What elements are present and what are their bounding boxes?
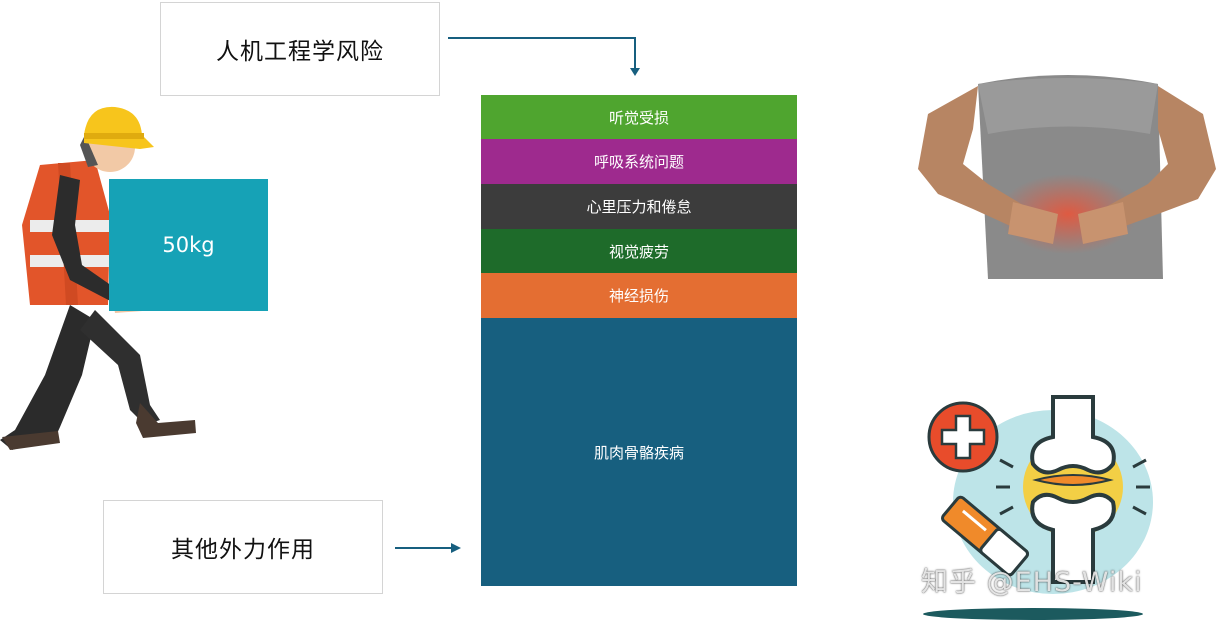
ergonomic-risk-label: 人机工程学风险	[160, 2, 440, 96]
band-label: 视觉疲劳	[608, 242, 669, 261]
bandage-icon	[941, 495, 1029, 577]
band-respiratory: 呼吸系统问题	[481, 139, 797, 184]
external-force-label: 其他外力作用	[103, 500, 383, 594]
band-label: 神经损伤	[608, 287, 669, 305]
band-label: 心里压力和倦怠	[586, 198, 692, 216]
band-nerve: 神经损伤	[481, 273, 797, 318]
band-stress: 心里压力和倦怠	[481, 184, 797, 229]
ergonomic-risk-text: 人机工程学风险	[216, 39, 384, 65]
band-musculoskeletal: 肌肉骨骼疾病	[481, 318, 797, 586]
band-label: 肌肉骨骼疾病	[593, 443, 684, 462]
medical-cross-icon	[927, 401, 999, 473]
weight-box: 50kg	[109, 179, 268, 311]
band-label: 听觉受损	[608, 108, 669, 127]
weight-label: 50kg	[162, 233, 215, 257]
back-pain-photo	[918, 75, 1216, 279]
external-force-text: 其他外力作用	[171, 537, 315, 563]
band-label: 呼吸系统问题	[593, 153, 684, 171]
risk-stack: 听觉受损 呼吸系统问题 心里压力和倦怠 视觉疲劳 神经损伤 肌肉骨骼疾病	[481, 95, 797, 586]
band-vision: 视觉疲劳	[481, 229, 797, 273]
bottom-arrow-icon	[395, 543, 461, 553]
band-hearing: 听觉受损	[481, 95, 797, 139]
top-arrow-icon	[448, 37, 640, 76]
watermark: 知乎 @EHS-Wiki	[921, 567, 1143, 598]
